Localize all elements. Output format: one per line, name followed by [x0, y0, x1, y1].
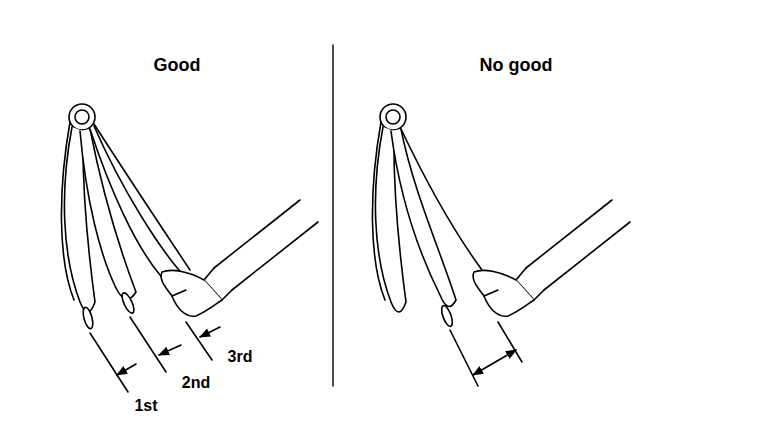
position-label: 2nd: [182, 375, 210, 391]
heading-label: Good: [154, 56, 201, 74]
no-good-illustration: [372, 104, 630, 386]
good-illustration: [61, 104, 318, 392]
position-label: 1st: [134, 398, 157, 414]
position-label: 3rd: [228, 349, 253, 365]
divider-line: [332, 45, 333, 386]
heading-label: No good: [480, 56, 553, 74]
